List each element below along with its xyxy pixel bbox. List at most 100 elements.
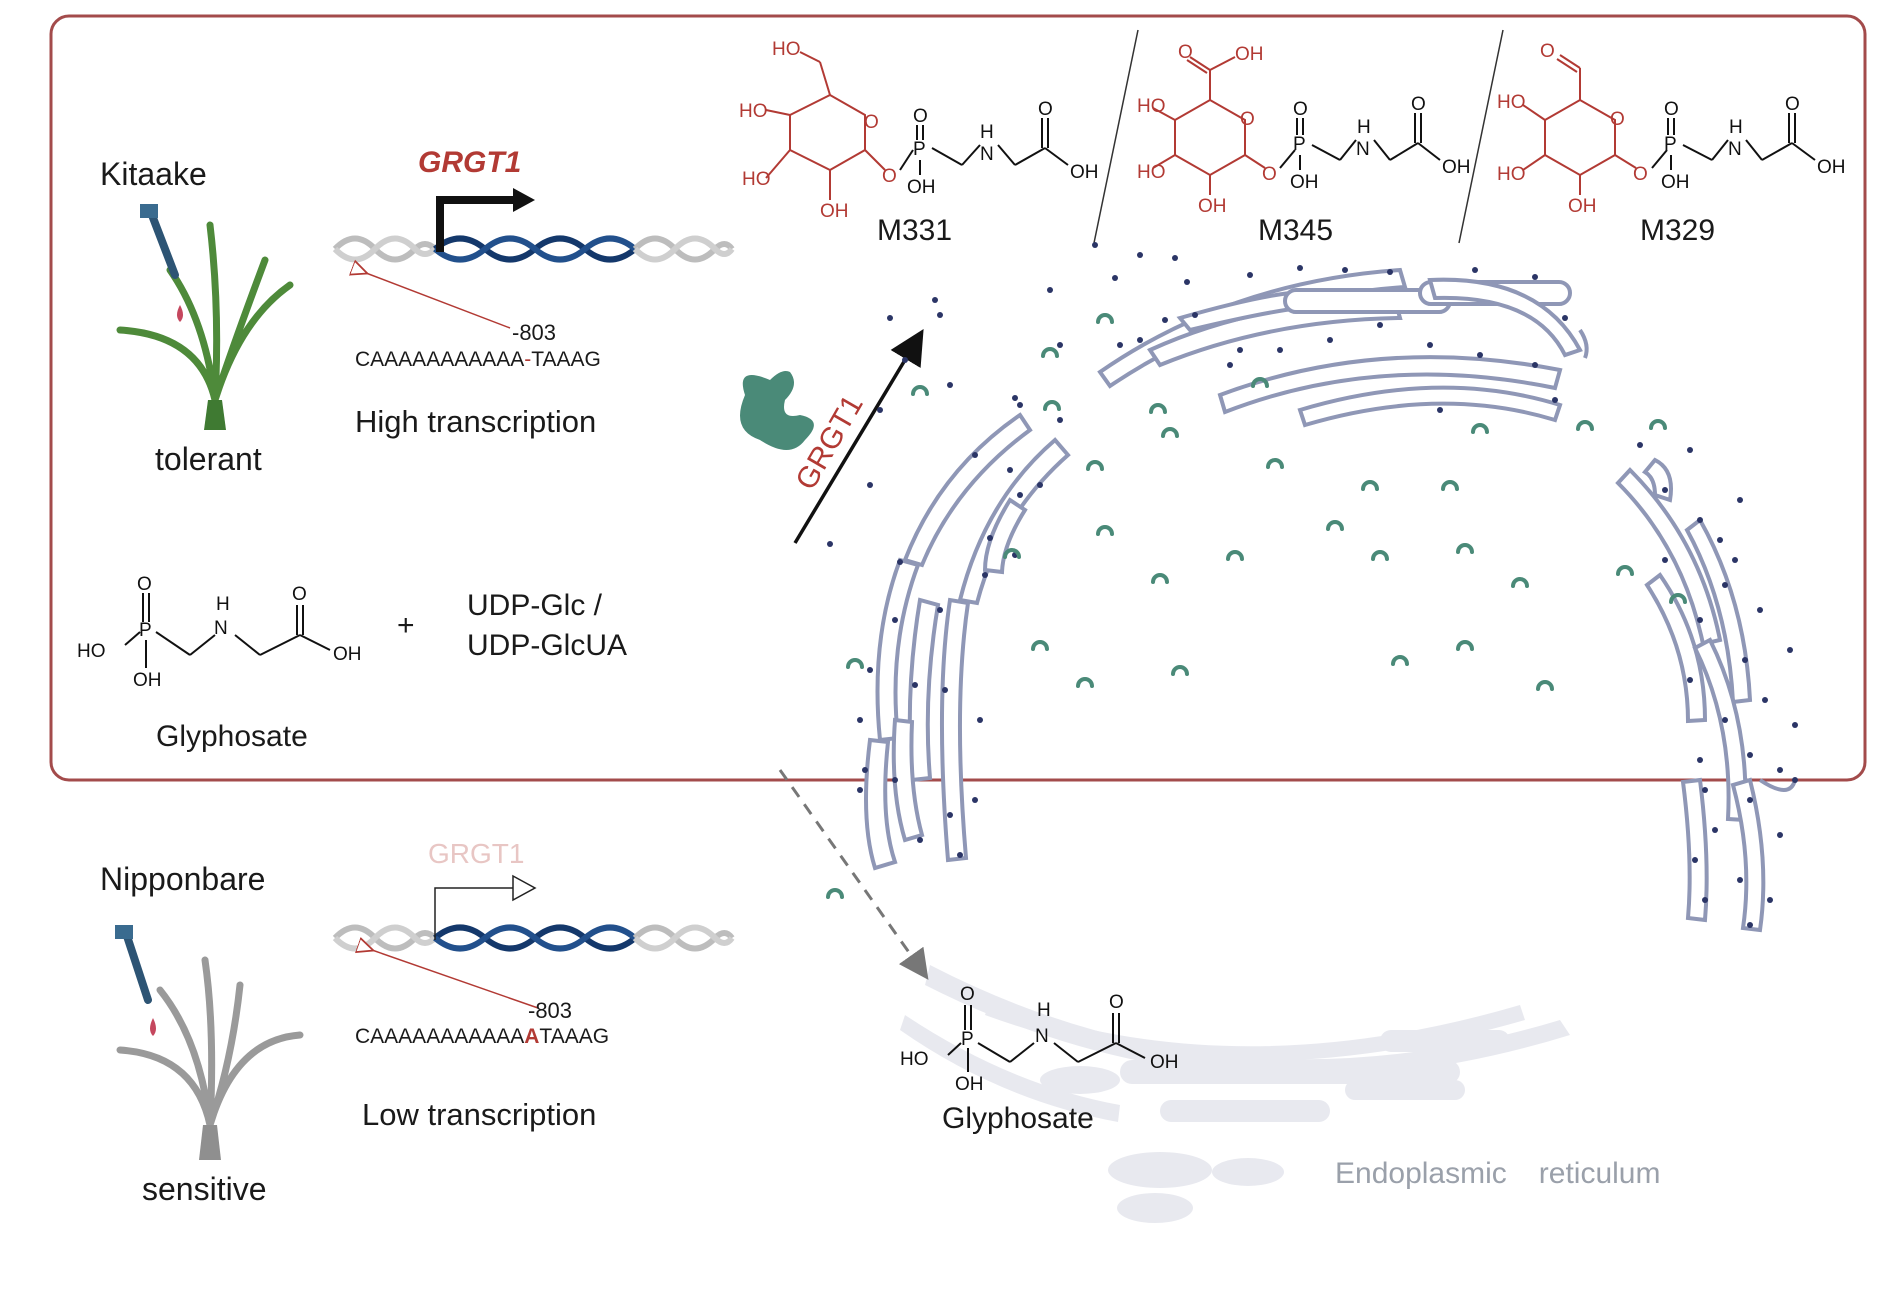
position-label-bottom: -803 xyxy=(528,998,572,1023)
glyphosate-structure-reaction xyxy=(124,593,331,668)
dna-helix-top xyxy=(332,235,735,263)
separator-2 xyxy=(1458,29,1504,244)
svg-text:H: H xyxy=(1037,1000,1051,1021)
glyphosate-atoms-reaction: O P HO OH H N O OH xyxy=(77,574,362,691)
svg-text:OH: OH xyxy=(1661,172,1690,193)
sequence-top: CAAAAAAAAAAA-TAAAG xyxy=(355,348,601,371)
svg-text:M331: M331 xyxy=(877,214,952,247)
nipponbare-plant-icon xyxy=(115,925,304,1160)
svg-text:O: O xyxy=(292,584,307,605)
svg-text:HO: HO xyxy=(900,1049,929,1070)
svg-text:HO: HO xyxy=(739,101,768,122)
svg-text:P: P xyxy=(961,1029,974,1050)
promoter-arrowhead-weak xyxy=(512,874,537,902)
glyphosate-atoms-bottom: O P HO OH H N O OH xyxy=(900,984,1179,1095)
svg-text:H: H xyxy=(1729,117,1743,138)
svg-text:HO: HO xyxy=(1497,164,1526,185)
promoter-arrowhead-strong xyxy=(513,188,535,212)
svg-text:OH: OH xyxy=(1150,1052,1179,1073)
svg-text:H: H xyxy=(216,594,230,615)
svg-text:O: O xyxy=(1262,164,1277,185)
gene-label-top: GRGT1 xyxy=(418,146,521,179)
svg-text:HO: HO xyxy=(742,169,771,190)
separator-1 xyxy=(1093,29,1139,244)
gene-label-bottom: GRGT1 xyxy=(428,838,524,869)
svg-text:O: O xyxy=(1109,992,1124,1013)
sensitive-label: sensitive xyxy=(142,1171,267,1207)
product-m329: O HO HO OH O O O P OH H N O OH M329 xyxy=(1497,41,1846,247)
svg-text:O: O xyxy=(1633,164,1648,185)
svg-text:OH: OH xyxy=(1568,196,1597,217)
sequence-bottom: CAAAAAAAAAAAATAAAG xyxy=(355,1025,609,1048)
svg-text:O: O xyxy=(1178,42,1193,63)
kitaake-label: Kitaake xyxy=(100,156,207,192)
plus-sign: + xyxy=(397,609,415,642)
svg-text:O: O xyxy=(1785,94,1800,115)
svg-text:HO: HO xyxy=(1497,92,1526,113)
svg-text:O: O xyxy=(913,106,928,127)
svg-text:O: O xyxy=(1610,109,1625,130)
svg-text:O: O xyxy=(864,112,879,133)
glyphosate-label-bottom: Glyphosate xyxy=(942,1102,1094,1135)
svg-text:P: P xyxy=(1664,134,1677,155)
product-m345: O OH HO HO OH O O O P OH H N O OH M345 xyxy=(1137,42,1471,247)
udp-donor-line2: UDP-GlcUA xyxy=(467,629,627,662)
svg-text:O: O xyxy=(1038,99,1053,120)
ribosome-dots xyxy=(827,242,1798,928)
svg-text:O: O xyxy=(960,984,975,1005)
udp-donor-line1: UDP-Glc / xyxy=(467,589,603,622)
svg-text:O: O xyxy=(882,166,897,187)
svg-text:O: O xyxy=(1411,94,1426,115)
svg-text:P: P xyxy=(1293,134,1306,155)
position-label-top: -803 xyxy=(512,320,556,345)
svg-text:OH: OH xyxy=(907,177,936,198)
svg-text:O: O xyxy=(1240,109,1255,130)
glyphosate-label-reaction: Glyphosate xyxy=(156,720,308,753)
svg-text:OH: OH xyxy=(820,201,849,222)
svg-text:HO: HO xyxy=(1137,162,1166,183)
svg-text:O: O xyxy=(137,574,152,595)
snp-pointer-top xyxy=(366,273,511,329)
low-transcription-label: Low transcription xyxy=(362,1097,596,1132)
svg-text:HO: HO xyxy=(1137,96,1166,117)
svg-text:N: N xyxy=(1035,1026,1049,1047)
kitaake-plant-icon xyxy=(116,204,294,430)
dna-helix-bottom xyxy=(332,924,735,952)
nipponbare-label: Nipponbare xyxy=(100,861,265,897)
svg-text:N: N xyxy=(1728,139,1742,160)
svg-text:O: O xyxy=(1540,41,1555,62)
svg-text:OH: OH xyxy=(1442,157,1471,178)
svg-text:M345: M345 xyxy=(1258,214,1333,247)
svg-text:OH: OH xyxy=(1817,157,1846,178)
svg-text:OH: OH xyxy=(133,670,162,691)
reaction-arrow xyxy=(793,329,924,544)
svg-text:N: N xyxy=(214,618,228,639)
svg-text:OH: OH xyxy=(1235,44,1264,65)
grgt1-enzyme-icon xyxy=(740,371,814,450)
tolerant-label: tolerant xyxy=(155,441,262,477)
svg-text:HO: HO xyxy=(772,39,801,60)
svg-text:HO: HO xyxy=(77,641,106,662)
svg-text:H: H xyxy=(980,122,994,143)
product-m331: HO HO HO OH O O O P OH H N O OH M331 xyxy=(739,39,1099,247)
er-membrane xyxy=(864,267,1797,933)
svg-text:OH: OH xyxy=(1290,172,1319,193)
svg-text:H: H xyxy=(1357,117,1371,138)
svg-text:P: P xyxy=(139,620,152,641)
promoter-arrow-strong xyxy=(436,196,515,252)
svg-text:M329: M329 xyxy=(1640,214,1715,247)
glyphosate-structure-bottom xyxy=(947,1005,1146,1072)
svg-text:OH: OH xyxy=(1070,162,1099,183)
svg-text:P: P xyxy=(913,139,926,160)
svg-text:OH: OH xyxy=(1198,196,1227,217)
svg-text:N: N xyxy=(980,144,994,165)
svg-text:N: N xyxy=(1356,139,1370,160)
svg-text:OH: OH xyxy=(955,1074,984,1095)
svg-text:OH: OH xyxy=(333,644,362,665)
svg-text:O: O xyxy=(1293,99,1308,120)
svg-text:O: O xyxy=(1664,99,1679,120)
promoter-arrow-weak xyxy=(434,887,515,940)
